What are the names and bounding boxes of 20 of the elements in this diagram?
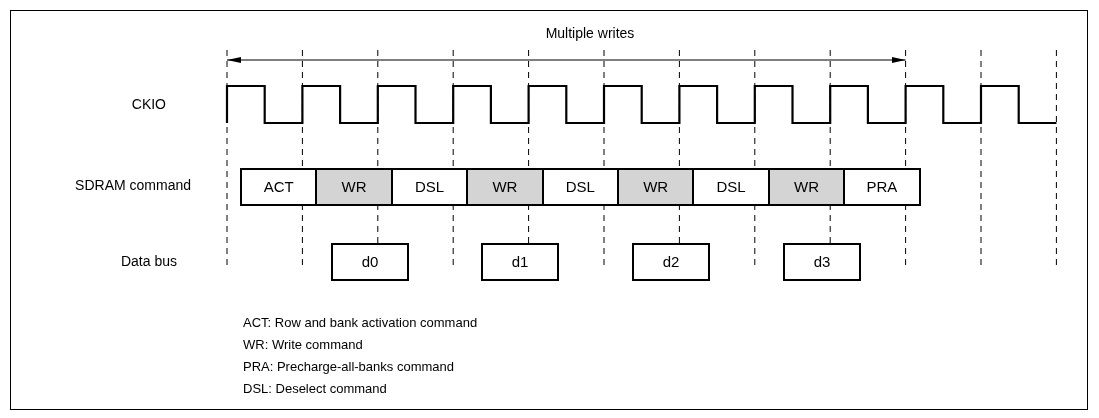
legend-note: DSL: Deselect command (243, 380, 388, 398)
signal-name: Data bus (119, 252, 178, 270)
command-cell: DSL (541, 168, 619, 206)
signal-name: SDRAM command (74, 176, 192, 194)
command-cell: DSL (692, 168, 770, 206)
command-cell: ACT (240, 168, 318, 206)
data-cell: d0 (331, 243, 409, 281)
command-cell: WR (315, 168, 393, 206)
legend-note: PRA: Precharge-all-banks command (243, 358, 455, 376)
command-cell: PRA (843, 168, 921, 206)
data-cell: d2 (632, 243, 710, 281)
command-cell: WR (466, 168, 544, 206)
command-cell: WR (767, 168, 846, 206)
data-cell: d1 (481, 243, 559, 281)
command-cell: DSL (390, 168, 469, 206)
legend-note: WR: Write command (243, 336, 364, 354)
command-cell: WR (617, 168, 695, 206)
data-cell: d3 (783, 243, 861, 281)
signal-name: CKIO (130, 95, 167, 113)
legend-note: ACT: Row and bank activation command (243, 314, 478, 332)
